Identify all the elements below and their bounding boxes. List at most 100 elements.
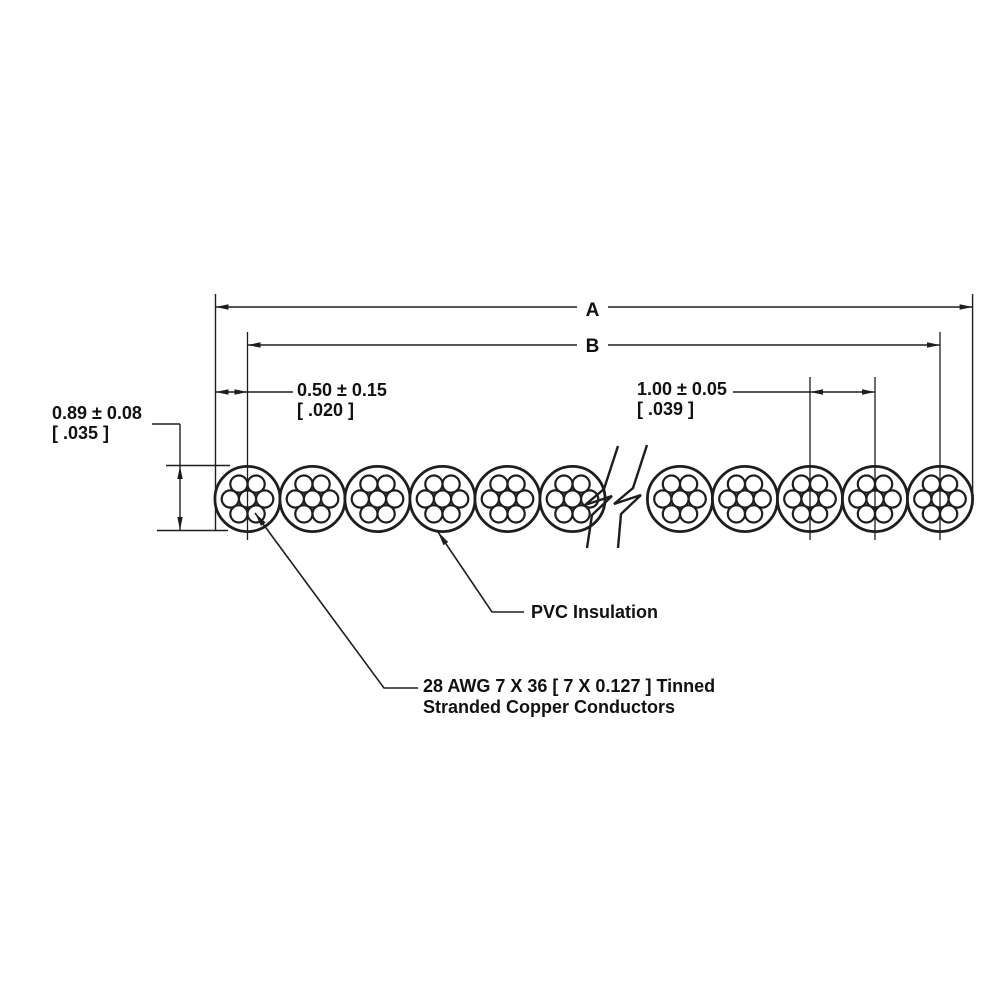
thickness-arrow-up xyxy=(177,466,183,479)
conductor xyxy=(408,464,477,533)
conductor xyxy=(343,464,412,533)
break-line-left xyxy=(584,445,620,549)
strand-circle xyxy=(350,489,370,509)
strand-circle xyxy=(515,489,535,509)
strand-circle xyxy=(450,489,470,509)
b-arrow-left xyxy=(247,342,261,348)
strand-circle xyxy=(726,504,747,524)
insulation-leader xyxy=(437,531,524,613)
strand-circle xyxy=(220,489,240,509)
strand-circle xyxy=(882,489,902,509)
thickness-arrow-down xyxy=(177,517,183,530)
strand-circle xyxy=(376,474,396,494)
conductor xyxy=(711,464,780,533)
dimension-edge-margin: 0.50 ± 0.15 [ .020 ] xyxy=(215,380,387,420)
strand-circle xyxy=(424,504,444,524)
strand-circle xyxy=(783,489,803,509)
edge-margin-value-inch: [ .020 ] xyxy=(297,400,354,420)
edge-margin-value-metric: 0.50 ± 0.15 xyxy=(297,380,387,400)
a-label: A xyxy=(586,300,600,321)
edge-margin-arrow-left xyxy=(215,389,229,395)
strand-circle xyxy=(743,474,764,494)
strand-circle xyxy=(938,504,959,524)
strand-circle xyxy=(653,489,673,509)
pitch-arrow-right xyxy=(862,389,875,395)
strand-circle xyxy=(791,504,812,524)
strand-circle xyxy=(424,474,444,494)
strand-circle xyxy=(913,489,933,509)
strand-circle xyxy=(817,489,837,509)
strand-circle xyxy=(938,474,959,494)
strand-circle xyxy=(385,489,405,509)
conductor xyxy=(213,464,282,533)
conductor-label-line2: Stranded Copper Conductors xyxy=(423,697,675,717)
strand-circle xyxy=(506,504,526,524)
b-arrow-right xyxy=(927,342,940,348)
strand-circle xyxy=(856,504,877,524)
strand-circle xyxy=(489,474,509,494)
conductor xyxy=(646,464,715,533)
insulation-label: PVC Insulation xyxy=(531,602,658,622)
strand-circle xyxy=(285,489,305,509)
strand-circle xyxy=(873,474,894,494)
conductor-leader-arrow xyxy=(255,513,266,526)
strand-circle xyxy=(947,489,967,509)
strand-circle xyxy=(294,474,314,494)
break-symbols xyxy=(584,444,649,549)
conductor-label-line1: 28 AWG 7 X 36 [ 7 X 0.127 ] Tinned xyxy=(423,676,715,696)
strand-circle xyxy=(246,474,266,494)
a-arrow-right xyxy=(959,304,973,310)
strand-circle xyxy=(415,489,435,509)
strand-circle xyxy=(229,504,249,524)
break-line-right xyxy=(613,444,649,549)
strand-circle xyxy=(441,504,461,524)
a-arrow-left xyxy=(215,304,229,310)
strand-circle xyxy=(554,504,574,524)
b-label: B xyxy=(586,336,600,357)
strand-circle xyxy=(808,474,829,494)
strand-circle xyxy=(726,474,747,494)
strand-circle xyxy=(718,489,738,509)
strand-circle xyxy=(873,504,894,524)
strand-circle xyxy=(311,504,331,524)
strand-circle xyxy=(752,489,772,509)
callout-insulation: PVC Insulation xyxy=(437,531,658,622)
strand-circle xyxy=(921,504,942,524)
strand-circle xyxy=(808,504,829,524)
strand-circle xyxy=(311,474,331,494)
strand-circle xyxy=(441,474,461,494)
strand-circle xyxy=(678,474,699,494)
strand-circle xyxy=(359,474,379,494)
strand-circle xyxy=(255,489,275,509)
strand-circle xyxy=(545,489,566,509)
strand-circle xyxy=(506,474,526,494)
conductor xyxy=(538,464,607,533)
conductor xyxy=(278,464,347,533)
conductor-leader xyxy=(254,512,418,689)
dimension-b: B xyxy=(247,336,940,357)
strand-circle xyxy=(687,489,707,509)
pitch-value-inch: [ .039 ] xyxy=(637,399,694,419)
dimension-thickness: 0.89 ± 0.08 [ .035 ] xyxy=(52,403,230,532)
center-lines xyxy=(246,332,941,540)
pitch-arrow-left xyxy=(810,389,823,395)
thickness-value-metric: 0.89 ± 0.08 xyxy=(52,403,142,423)
strand-circle xyxy=(376,504,396,524)
strand-circle xyxy=(661,504,682,524)
edge-margin-arrow-right xyxy=(234,389,248,395)
strand-circle xyxy=(848,489,868,509)
strand-circle xyxy=(571,504,591,524)
strand-circle xyxy=(661,474,682,494)
dimension-pitch: 1.00 ± 0.05 [ .039 ] xyxy=(637,379,875,419)
strand-circle xyxy=(359,504,379,524)
pitch-value-metric: 1.00 ± 0.05 xyxy=(637,379,727,399)
thickness-value-inch: [ .035 ] xyxy=(52,423,109,443)
strand-circle xyxy=(554,474,574,494)
strand-circle xyxy=(294,504,314,524)
strand-circle xyxy=(489,504,509,524)
strand-circle xyxy=(320,489,340,509)
strand-circle xyxy=(678,504,699,524)
strand-circle xyxy=(571,474,591,494)
